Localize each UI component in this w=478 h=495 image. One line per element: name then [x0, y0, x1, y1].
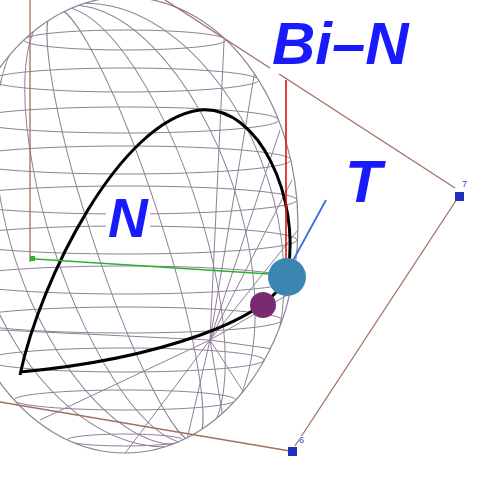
tangent-vector	[290, 200, 326, 266]
normal-vector	[35, 259, 285, 275]
vector-label: Bi–N	[270, 14, 411, 74]
sphere-outline	[0, 0, 298, 453]
purple-point	[250, 292, 276, 318]
handle-square	[455, 192, 464, 201]
osculating-frame	[0, 0, 459, 451]
binormal-vector	[285, 80, 287, 272]
vector-label: T	[343, 152, 384, 212]
space-curve	[20, 110, 290, 375]
handle-number: 6	[299, 436, 304, 445]
center-dot	[30, 256, 35, 261]
blue-point	[268, 258, 306, 296]
handle-square	[288, 447, 297, 456]
handle-number: 7	[462, 180, 467, 189]
vector-label: N	[106, 191, 150, 246]
